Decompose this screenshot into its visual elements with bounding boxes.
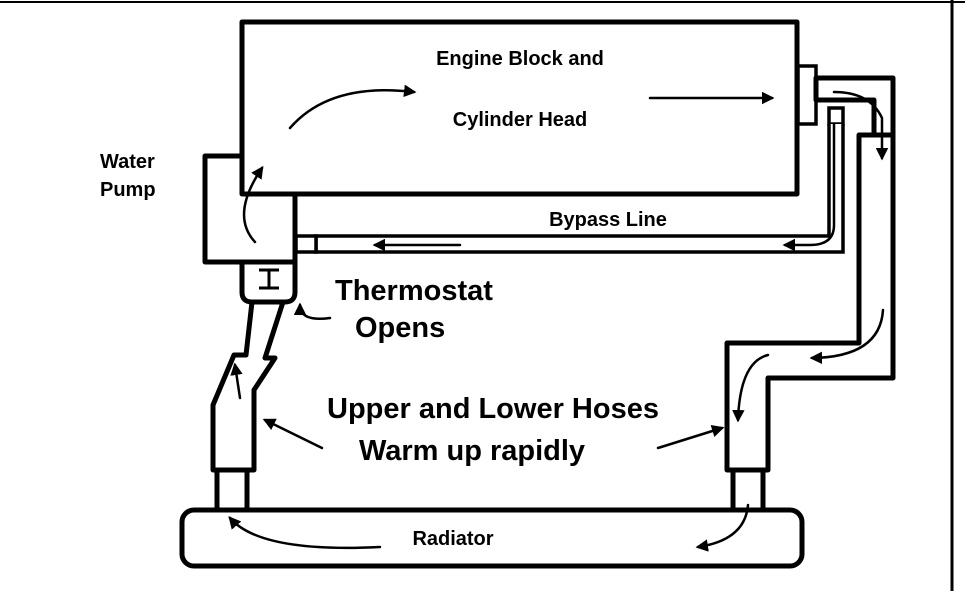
bypass-inlet-fitting <box>294 234 318 254</box>
engine-label-line2: Cylinder Head <box>453 109 587 131</box>
flow-arrow-outlet-down <box>832 90 889 161</box>
flow-arrow-radiator-left <box>695 503 750 552</box>
flow-arrow-radiator-up <box>228 516 382 550</box>
hoses-callout-arrow-left <box>262 418 324 450</box>
radiator <box>179 507 805 569</box>
upper-hose-radiator-inlet <box>214 467 250 513</box>
flow-arrow-engine-top <box>288 84 417 130</box>
bypass-line-label: Bypass Line <box>549 209 667 231</box>
upper-hose <box>210 299 286 473</box>
thermostat-i-beam-icon <box>259 268 279 290</box>
flow-arrow-pump-up <box>242 165 264 244</box>
water-pump-label-line1: Water <box>100 151 155 173</box>
engine-block <box>239 19 800 197</box>
hoses-callout-arrow-right <box>656 425 725 450</box>
engine-label-line1: Engine Block and <box>436 48 604 70</box>
hoses-label-line1: Upper and Lower Hoses <box>327 393 659 425</box>
radiator-label: Radiator <box>412 528 493 550</box>
bypass-fitting <box>827 106 845 126</box>
flow-arrow-hose-turn <box>809 308 885 365</box>
water-pump <box>202 153 298 265</box>
flow-arrow-hose-down <box>732 353 770 423</box>
hoses-label-line2: Warm up rapidly <box>359 435 585 467</box>
thermostat-label-line1: Thermostat <box>335 275 493 307</box>
flow-arrow-upper-hose <box>230 362 243 400</box>
flow-arrow-bypass-turn <box>782 122 836 252</box>
engine-outlet-housing <box>796 64 818 126</box>
thermostat-callout-arrow <box>293 302 332 320</box>
thermostat-label-line2: Opens <box>355 312 445 344</box>
water-pump-label-line2: Pump <box>100 179 156 201</box>
